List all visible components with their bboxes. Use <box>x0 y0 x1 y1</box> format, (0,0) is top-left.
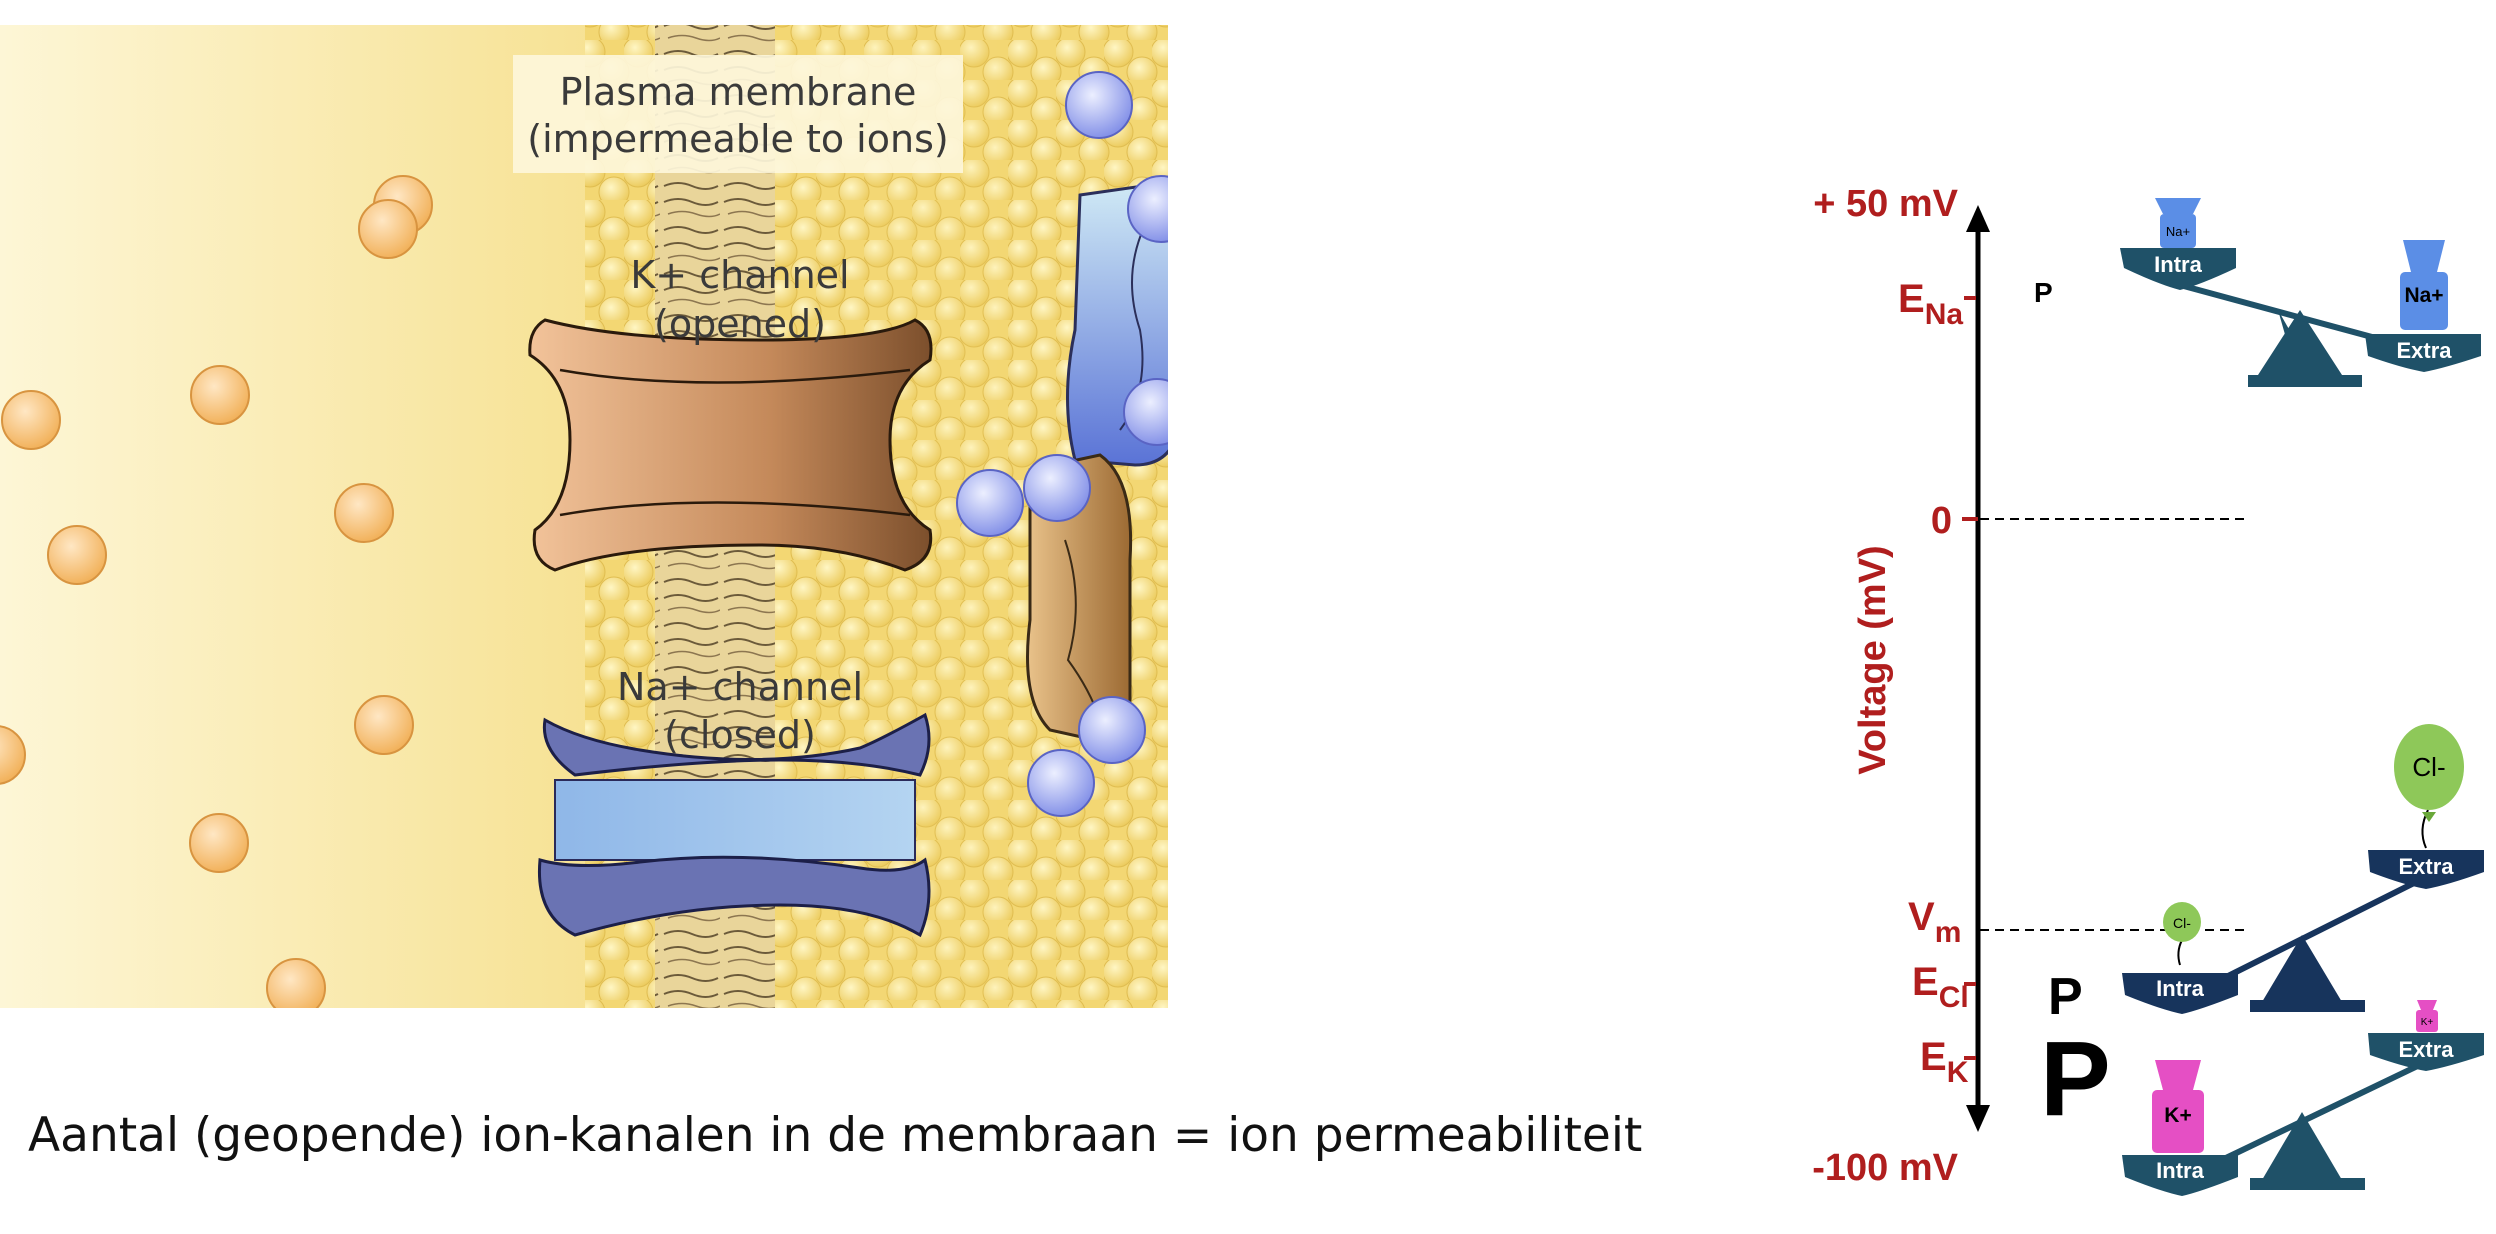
fulcrum-icon <box>2258 310 2342 375</box>
na-large-label: Na+ <box>2404 284 2443 307</box>
fulcrum-icon <box>2262 1112 2342 1180</box>
na-ion <box>1023 454 1091 522</box>
intra-label: Intra <box>2156 1158 2204 1183</box>
k-ion <box>266 958 326 1008</box>
extra-label: Extra <box>2398 854 2454 879</box>
cl-large-label: Cl- <box>2412 752 2445 782</box>
k-small-weight <box>2416 1010 2438 1032</box>
k-ion <box>1 390 61 450</box>
e-k-label: EK <box>1920 1035 1969 1089</box>
caption-text: Aantal (geopende) ion-kanalen in de memb… <box>28 1108 1643 1163</box>
na-channel <box>537 712 931 938</box>
na-ion <box>1187 992 1253 1058</box>
na-ion <box>1027 749 1095 817</box>
k-ion <box>189 813 249 873</box>
k-small-label: K+ <box>2421 1017 2434 1028</box>
k-ion <box>47 525 107 585</box>
na-ion <box>1294 357 1360 423</box>
extra-label: Extra <box>2398 1037 2454 1062</box>
na-ion <box>1123 378 1168 446</box>
zero-label: 0 <box>1931 500 1952 542</box>
k-channel <box>528 318 933 572</box>
extra-pan <box>2368 850 2484 889</box>
extracellular-ions <box>956 71 1360 1058</box>
plasma-membrane-label: Plasma membrane <box>560 70 917 114</box>
na-ion <box>956 469 1024 537</box>
intra-pan <box>2120 248 2236 290</box>
na-channel-sublabel: (closed) <box>664 713 816 757</box>
extra-pan <box>2368 1033 2484 1071</box>
na-balance: Intra Na+ Extra Na+ <box>2120 198 2481 387</box>
k-ion <box>354 695 414 755</box>
e-na-label: ENa <box>1898 277 1963 331</box>
cl-small-label: Cl- <box>2173 915 2191 931</box>
na-ion <box>1065 71 1133 139</box>
na-ion <box>1267 785 1333 851</box>
extra-pan <box>2365 334 2481 372</box>
k-large-weight <box>2152 1090 2204 1153</box>
na-ion <box>1127 175 1168 243</box>
na-small-weight <box>2160 214 2196 248</box>
cl-small-balloon <box>2163 902 2201 942</box>
na-ion <box>1170 214 1236 280</box>
intra-label: Intra <box>2156 976 2204 1001</box>
extra-label: Extra <box>2396 338 2452 363</box>
e-cl-label: ECl <box>1912 960 1969 1014</box>
fulcrum-icon <box>2262 935 2342 1002</box>
k-channel-sublabel: (opened) <box>654 302 826 346</box>
na-ion <box>1078 696 1146 764</box>
k-ion <box>334 483 394 543</box>
na-channel-label: Na+ channel <box>617 665 863 709</box>
intracellular-ions <box>0 175 433 1008</box>
axis-arrow-up-icon <box>1966 205 1990 232</box>
cl-large-balloon <box>2394 724 2464 810</box>
axis-top-label: + 50 mV <box>1813 183 1958 225</box>
plasma-label-bg <box>513 55 963 173</box>
membrane-illustration: Plasma membrane (impermeable to ions) K+… <box>0 25 1360 1058</box>
k-ion <box>0 725 26 785</box>
vm-label: Vm <box>1908 895 1961 949</box>
k-ion <box>190 365 250 425</box>
p-cl-medium: P <box>2048 968 2083 1026</box>
intra-label: Intra <box>2154 252 2202 277</box>
na-large-weight <box>2400 272 2448 330</box>
p-k-large: P <box>2040 1020 2111 1138</box>
axis-arrow-down-icon <box>1966 1105 1990 1132</box>
axis-title: Voltage (mV) <box>1852 545 1894 774</box>
k-balance: Intra K+ Extra K+ <box>2122 1000 2484 1196</box>
intra-pan <box>2122 1155 2238 1196</box>
voltage-axis: + 50 mV -100 mV Voltage (mV) ENa 0 Vm EC… <box>1812 183 2250 1189</box>
k-channel-label: K+ channel <box>630 253 849 297</box>
k-large-label: K+ <box>2164 1104 2191 1127</box>
k-ion <box>358 199 418 259</box>
p-na-small: P <box>2034 277 2053 308</box>
intra-pan <box>2122 973 2238 1014</box>
cl-balance: Intra Cl- Extra Cl- <box>2122 724 2484 1014</box>
plasma-membrane-sublabel: (impermeable to ions) <box>527 117 948 161</box>
na-small-label: Na+ <box>2166 224 2190 239</box>
axis-bottom-label: -100 mV <box>1812 1147 1958 1189</box>
